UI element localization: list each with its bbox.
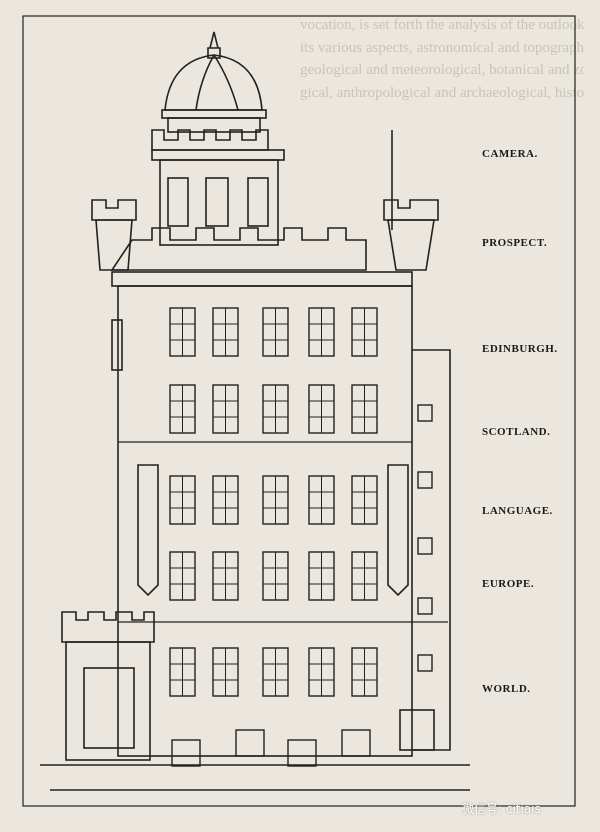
window-mullion — [309, 308, 334, 356]
window-mullion — [352, 552, 377, 600]
side-window — [417, 537, 433, 555]
window-mullion — [213, 648, 238, 696]
level-label-prospect: PROSPECT. — [482, 237, 548, 249]
window-grid — [169, 307, 433, 767]
dome — [161, 31, 267, 133]
bleed-line: geological and meteorological, botanical… — [300, 62, 585, 78]
window-mullion — [263, 385, 288, 433]
ground-window — [287, 739, 317, 767]
level-label-language: LANGUAGE. — [482, 505, 553, 517]
window-mullion — [263, 308, 288, 356]
side-door — [399, 709, 435, 751]
window-mullion — [170, 308, 195, 356]
window-mullion — [263, 476, 288, 524]
window-mullion — [213, 476, 238, 524]
window-mullion — [309, 552, 334, 600]
window-mullion — [352, 648, 377, 696]
window-mullion — [263, 648, 288, 696]
window-mullion — [170, 385, 195, 433]
level-label-europe: EUROPE. — [482, 578, 535, 590]
side-window — [417, 597, 433, 615]
pavement — [40, 764, 470, 791]
window-mullion — [170, 476, 195, 524]
side-window — [417, 471, 433, 489]
window-mullion — [170, 552, 195, 600]
window-mullion — [213, 385, 238, 433]
level-label-camera: CAMERA. — [482, 148, 538, 160]
window-mullion — [352, 308, 377, 356]
level-label-edinburgh: EDINBURGH. — [482, 343, 558, 355]
ground-window — [235, 729, 265, 757]
level-label-world: WORLD. — [482, 683, 531, 695]
bleed-line: its various aspects, astronomical and to… — [300, 39, 585, 56]
window-mullion — [309, 476, 334, 524]
side-window — [417, 654, 433, 672]
watermark: 微信号: citiais — [462, 802, 541, 816]
side-window — [417, 404, 433, 422]
window-mullion — [352, 476, 377, 524]
window-mullion — [352, 385, 377, 433]
bleed-line: vocation, is set forth the analysis of t… — [300, 17, 585, 33]
window-mullion — [170, 648, 195, 696]
figure-frame — [22, 15, 576, 807]
window-mullion — [263, 552, 288, 600]
bleed-through-text: vocation, is set forth the analysis of t… — [300, 14, 585, 104]
bleed-line: gical, anthropological and archaeologica… — [300, 84, 585, 101]
camera-turret — [151, 129, 285, 246]
window-mullion — [309, 385, 334, 433]
window-mullion — [309, 648, 334, 696]
ground-window — [341, 729, 371, 757]
entrance-porch — [61, 611, 155, 761]
level-label-scotland: SCOTLAND. — [482, 426, 551, 438]
ground-window — [171, 739, 201, 767]
window-mullion — [213, 308, 238, 356]
window-mullion — [213, 552, 238, 600]
parapet — [91, 199, 439, 287]
